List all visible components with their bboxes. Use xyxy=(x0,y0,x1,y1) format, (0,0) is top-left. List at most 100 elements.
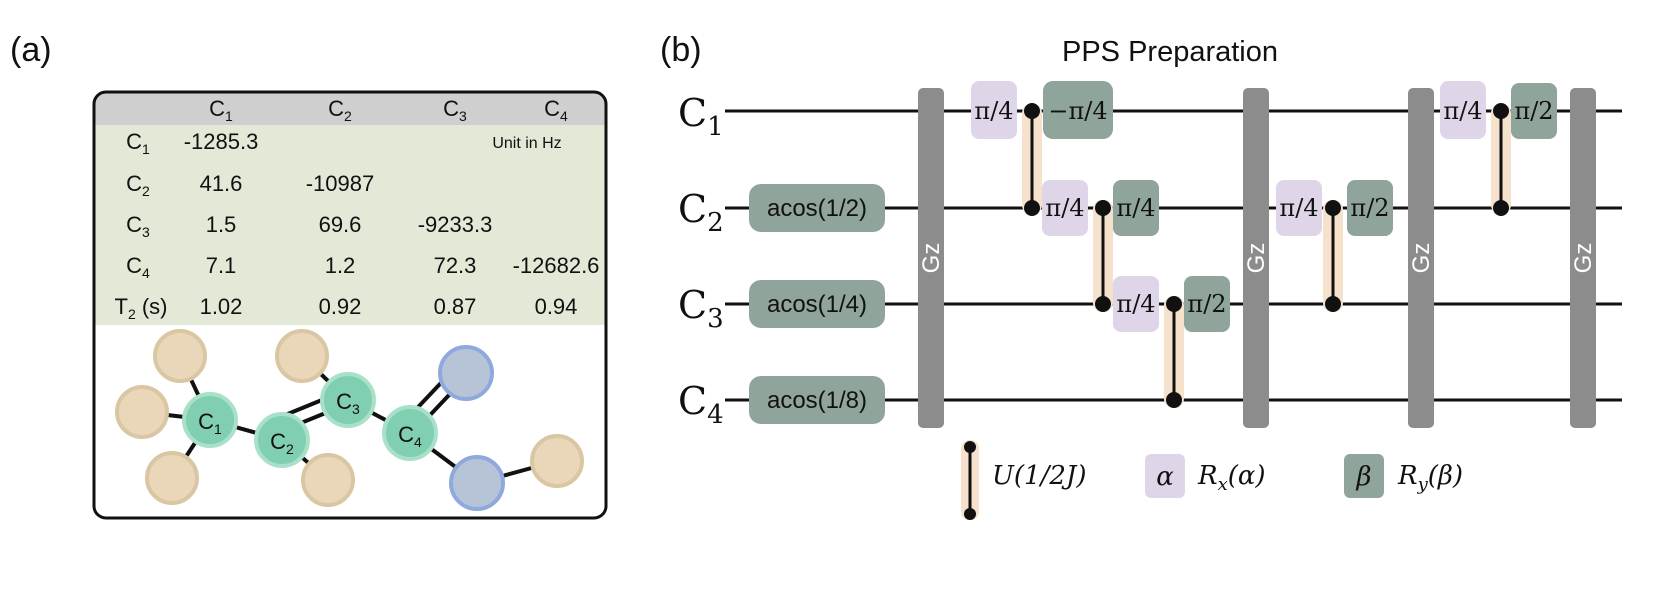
rx-gate xyxy=(1276,180,1322,236)
rx-gate xyxy=(1042,180,1088,236)
legend-rx-label: Rx(α) xyxy=(1197,461,1266,495)
gz-pulses: Gz Gz Gz Gz xyxy=(918,88,1597,428)
table-column-headers: C1 C2 C3 C4 xyxy=(209,96,568,124)
oxygen-atoms xyxy=(438,345,505,511)
legend-rx-symbol: α xyxy=(1156,462,1174,492)
gz-label: Gz xyxy=(1243,243,1270,274)
ry-gate xyxy=(1113,180,1159,236)
coupling-dot xyxy=(1095,296,1111,312)
rx-gate xyxy=(1113,276,1159,332)
row-header-c2: C2 xyxy=(126,171,150,199)
ry-gate-label: π/2 xyxy=(1514,97,1553,125)
unit-note: Unit in Hz xyxy=(492,135,561,152)
table-cell: 69.6 xyxy=(319,212,362,237)
coupling-dot xyxy=(1325,296,1341,312)
coupling-dot xyxy=(1166,392,1182,408)
table-cells: -1285.3 41.6 -10987 1.5 69.6 -9233.3 7.1… xyxy=(184,129,600,319)
coupling-dot xyxy=(1024,200,1040,216)
table-cell: 41.6 xyxy=(200,171,243,196)
panel-a-label: (a) xyxy=(10,31,52,69)
carbon-label-c1: C1 xyxy=(198,409,222,437)
hydrogen-atom xyxy=(153,329,207,383)
qubit-label-c4: C4 xyxy=(678,379,724,430)
rx-gate-label: π/4 xyxy=(1045,194,1084,222)
coupling-dot xyxy=(1024,103,1040,119)
carbon-label-c4: C4 xyxy=(398,422,422,450)
coupling-dot xyxy=(1493,103,1509,119)
hydrogen-atom xyxy=(145,451,199,505)
coupling-dot xyxy=(1493,200,1509,216)
legend-rx-swatch xyxy=(1145,454,1185,498)
ry-gate xyxy=(1184,276,1230,332)
table-cell: 0.92 xyxy=(319,294,362,319)
carbon-labels: C1 C2 C3 C4 xyxy=(198,389,422,457)
rx-gate-label: π/4 xyxy=(974,97,1013,125)
init-gate-c2 xyxy=(749,184,885,232)
table-cell: -1285.3 xyxy=(184,129,259,154)
init-gate-c3 xyxy=(749,280,885,328)
table-body-band xyxy=(94,125,606,325)
carbon-atom-c3 xyxy=(320,372,376,428)
coupling-dot xyxy=(1095,200,1111,216)
table-row-headers: C1 C2 C3 C4 T2 (s) xyxy=(114,129,167,322)
rx-gate xyxy=(1440,81,1486,139)
col-header-c1: C1 xyxy=(209,96,233,124)
rx-gate xyxy=(971,81,1017,139)
legend-ry-swatch xyxy=(1344,454,1384,498)
legend-rx: α Rx(α) xyxy=(1145,454,1266,498)
coupling-connectors xyxy=(1030,111,1503,400)
molecule-diagram: C1 C2 C3 C4 xyxy=(115,329,584,511)
init-gate-label: acos(1/2) xyxy=(767,195,867,222)
qubit-label-c3: C3 xyxy=(678,283,724,334)
init-gate-label: acos(1/8) xyxy=(767,387,867,414)
hydrogen-atom xyxy=(530,434,584,488)
panel-b-label: (b) xyxy=(660,31,702,69)
table-cell: -12682.6 xyxy=(513,253,600,278)
coupling-dots xyxy=(1024,103,1509,408)
hydrogen-atoms xyxy=(115,329,584,507)
init-gate-label: acos(1/4) xyxy=(767,291,867,318)
table-cell: 72.3 xyxy=(434,253,477,278)
gate-labels: π/4 π/4 π/4 π/4 π/4 −π/4 π/4 π/2 π/2 π/2 xyxy=(974,97,1553,318)
legend-coupling-label: U(1/2J) xyxy=(992,461,1086,491)
rx-gates xyxy=(971,81,1486,332)
table-cell: 1.2 xyxy=(325,253,356,278)
ry-gate-label: π/2 xyxy=(1187,290,1226,318)
gz-label: Gz xyxy=(918,243,945,274)
carbon-atoms xyxy=(182,372,438,468)
col-header-c4: C4 xyxy=(544,96,568,124)
legend-ry: β Ry(β) xyxy=(1344,454,1463,498)
table-cell: 1.02 xyxy=(200,294,243,319)
gz-pulse xyxy=(1408,88,1434,428)
legend-coupling-dot xyxy=(964,441,976,453)
carbon-atom-c2 xyxy=(254,412,310,468)
table-cell: -10987 xyxy=(306,171,375,196)
ry-gate-label: −π/4 xyxy=(1048,97,1107,125)
rx-gate-label: π/4 xyxy=(1443,97,1482,125)
init-gate-c4 xyxy=(749,376,885,424)
ry-gate xyxy=(1511,83,1557,139)
table-cell: 0.87 xyxy=(434,294,477,319)
circuit-title: PPS Preparation xyxy=(1062,36,1278,68)
card-border xyxy=(92,90,608,520)
carbon-label-c2: C2 xyxy=(270,429,294,457)
hydrogen-atom xyxy=(275,329,329,383)
table-cell: -9233.3 xyxy=(418,212,493,237)
circuit-legend: U(1/2J) α Rx(α) β Ry(β) xyxy=(961,440,1463,520)
carbon-atom-c4 xyxy=(382,405,438,461)
table-header-band xyxy=(94,92,606,125)
ry-gates xyxy=(1043,81,1557,332)
row-header-c4: C4 xyxy=(126,253,150,281)
rx-gate-label: π/4 xyxy=(1116,290,1155,318)
col-header-c3: C3 xyxy=(443,96,467,124)
oxygen-atom xyxy=(438,345,494,401)
legend-ry-label: Ry(β) xyxy=(1397,461,1463,495)
qubit-label-c2: C2 xyxy=(678,187,724,238)
carbon-atom-c1 xyxy=(182,392,238,448)
row-header-c3: C3 xyxy=(126,212,150,240)
coupling-dot xyxy=(1325,200,1341,216)
qubit-labels: C1 C2 C3 C4 xyxy=(678,91,724,430)
ry-gate-label: π/4 xyxy=(1116,194,1155,222)
legend-coupling-dot xyxy=(964,508,976,520)
